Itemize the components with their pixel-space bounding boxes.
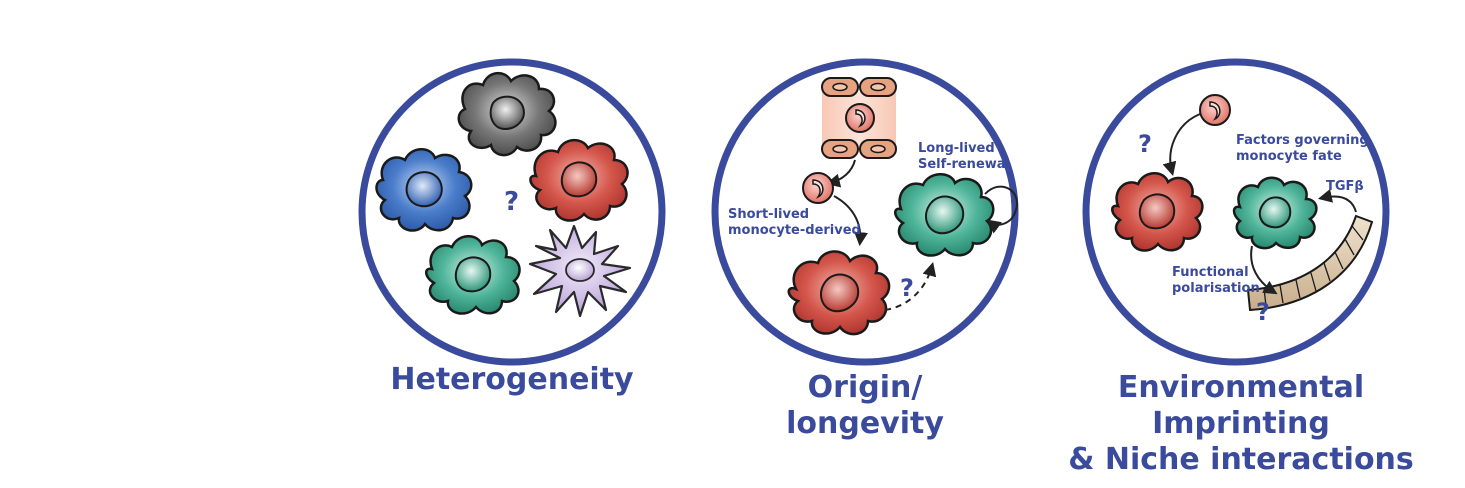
macrophage-green-icon: [425, 235, 521, 315]
environment-question-mark-top: ?: [1138, 130, 1152, 158]
title-environment-line-2: & Niche interactions: [1068, 442, 1414, 477]
arrow-monocyte-to-macrophage: [833, 195, 868, 247]
arrow-functional-polarisation: [1250, 245, 1278, 295]
title-origin-longevity: Origin/ longevity: [740, 370, 990, 442]
title-origin-line-1: Origin/: [807, 370, 923, 405]
label-long-lived: Long-lived: [918, 141, 995, 156]
monocyte-derived-macrophage-icon: [787, 250, 891, 336]
niche-macrophage-red-icon: [1111, 172, 1204, 252]
panel-environmental-imprinting: ? Factors governing monocyte fate TGFβ F…: [1082, 58, 1390, 366]
environment-question-mark-bottom: ?: [1256, 298, 1270, 326]
title-environmental-imprinting: Environmental Imprinting & Niche interac…: [1026, 370, 1456, 478]
niche-monocyte-icon: [1199, 94, 1231, 126]
macrophage-blue-icon: [375, 148, 473, 232]
label-short-lived: Short-lived: [728, 207, 809, 222]
origin-question-mark: ?: [900, 274, 914, 302]
label-monocyte-fate: monocyte fate: [1236, 149, 1342, 164]
niche-macrophage-green-icon: [1232, 176, 1318, 250]
self-renewal-loop-arrow: [984, 185, 1019, 234]
label-factors-governing: Factors governing: [1236, 133, 1369, 148]
panel-origin-longevity: ? Long-lived Self-renewal Short-lived mo…: [711, 58, 1019, 366]
macrophage-grey-icon: [457, 72, 557, 157]
blood-vessel-icon: [821, 77, 897, 159]
label-tgf-beta: TGFβ: [1326, 179, 1364, 194]
arrow-vessel-to-monocyte: [825, 159, 856, 188]
title-heterogeneity: Heterogeneity: [362, 362, 662, 398]
title-environment-line-1: Environmental Imprinting: [1117, 370, 1365, 441]
self-renewing-macrophage-icon: [894, 173, 995, 257]
dendritic-cell-purple-icon: [528, 224, 632, 318]
label-functional: Functional: [1172, 265, 1249, 280]
vessel-monocyte-icon: [845, 103, 875, 133]
title-origin-line-2: longevity: [786, 406, 944, 441]
macrophage-red-icon: [529, 139, 629, 222]
label-polarisation: polarisation: [1172, 281, 1260, 296]
label-self-renewal: Self-renewal: [918, 157, 1010, 172]
label-monocyte-derived: monocyte-derived: [728, 223, 861, 238]
monocyte-icon: [802, 172, 834, 204]
heterogeneity-question-mark: ?: [504, 187, 519, 217]
dashed-arrow-to-self-renewing: [884, 261, 937, 311]
arrow-tgf-beta: [1317, 189, 1357, 213]
panel-heterogeneity: ?: [358, 58, 666, 366]
arrow-monocyte-fate: [1162, 113, 1201, 177]
title-heterogeneity-line-1: Heterogeneity: [390, 362, 634, 397]
